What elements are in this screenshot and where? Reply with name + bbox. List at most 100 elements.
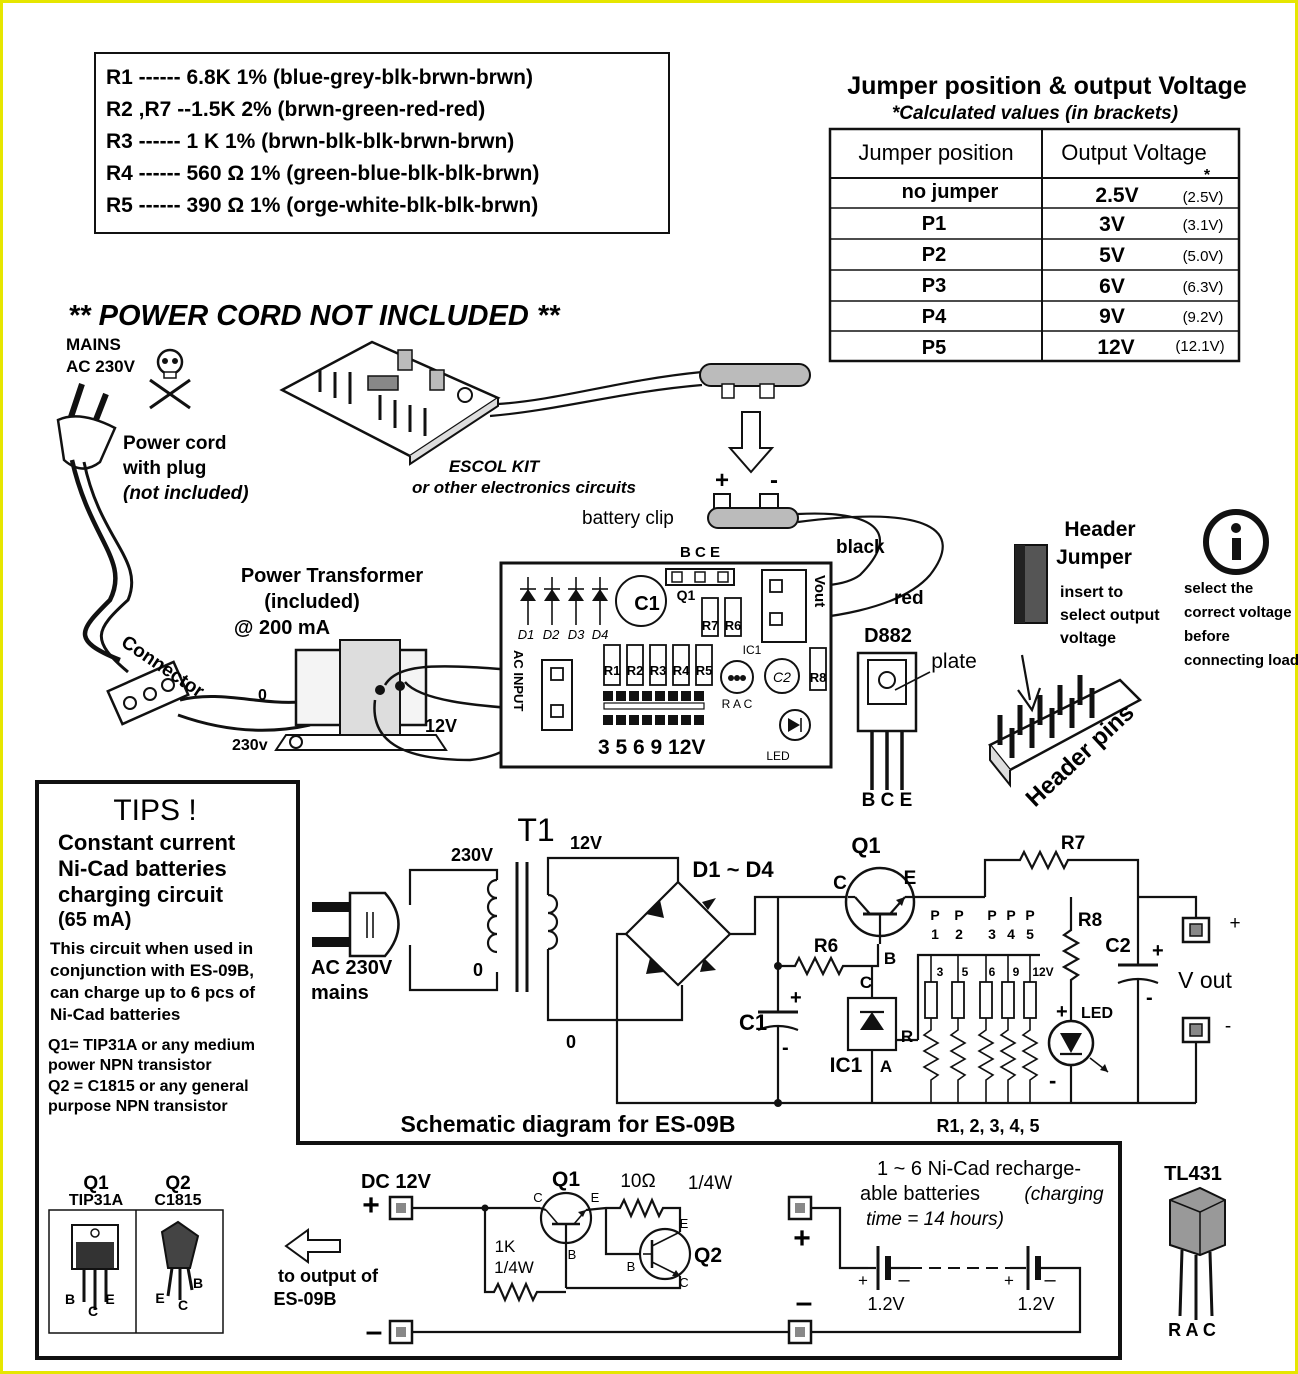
pcb-resistors [603, 644, 713, 686]
table-row: P2 5V (5.0V) [922, 244, 1224, 267]
battery-icon [868, 1246, 910, 1290]
batt1-minus: – [898, 1269, 910, 1291]
tl431-title: TL431 [1164, 1163, 1222, 1185]
jumper-table-subtitle: *Calculated values (in brackets) [892, 103, 1178, 124]
table-row: no jumper 2.5V (2.5V) [902, 181, 1224, 207]
resistor-line-4: R4 ------ 560 Ω 1% (green-blue-blk-blk-b… [106, 162, 539, 185]
sch-ic1-r: R [901, 1027, 913, 1046]
header-pins-block [988, 675, 1143, 788]
row-calc: (3.1V) [1183, 217, 1224, 234]
row-position: P5 [922, 337, 946, 359]
charger-plus-out: + [793, 1222, 811, 1255]
charger-q1-b: B [568, 1247, 577, 1262]
sch-c1-plus: + [790, 987, 802, 1009]
charger-r10: 10Ω [620, 1171, 655, 1192]
info-line-4: connecting load [1184, 652, 1298, 669]
row-position: P3 [922, 275, 946, 297]
resistor-line-5: R5 ------ 390 Ω 1% (orge-white-blk-blk-b… [106, 194, 538, 217]
charger-1k: 1K [495, 1237, 516, 1256]
asterisk-mark: * [1204, 167, 1211, 184]
batt2-plus: + [1004, 1271, 1014, 1290]
charger-q1-e: E [591, 1190, 600, 1205]
sch-led: LED [1081, 1005, 1113, 1022]
transformer-label-2: (included) [264, 591, 360, 613]
charger-output-1: to output of [278, 1266, 379, 1286]
sch-q1-c: C [833, 873, 847, 894]
charger-q2-e: E [680, 1216, 689, 1231]
tips-body-3: can charge up to 6 pcs of [50, 983, 255, 1002]
jumper-table: Jumper position & output Voltage *Calcul… [828, 72, 1247, 363]
power-transformer [274, 639, 448, 751]
row-position: P1 [922, 213, 946, 235]
connector-block [106, 660, 190, 726]
schematic-es09b: Schematic diagram for ES-09B AC 230V mai… [311, 812, 1241, 1137]
sch-t1: T1 [517, 812, 554, 848]
charger-minus-out: – [796, 1286, 813, 1319]
charger-q1: Q1 [552, 1168, 580, 1191]
pcb-d2: D2 [543, 627, 560, 642]
sch-ic1: IC1 [830, 1054, 863, 1077]
sch-p-labels: P P P P P 1 2 3 4 5 3 5 6 9 12V [930, 907, 1053, 979]
header-desc-3: voltage [1060, 630, 1116, 647]
tips-heading-2: Ni-Cad batteries [58, 856, 227, 881]
info-line-3: before [1184, 628, 1230, 645]
row-voltage: 5V [1099, 244, 1125, 267]
sch-c2-plus: + [1152, 940, 1164, 962]
header-jumper-section: Header Jumper insert to select output vo… [988, 518, 1160, 812]
down-arrow-icon [727, 411, 775, 474]
header-desc-1: insert to [1060, 584, 1123, 601]
p-num: 5 [1026, 926, 1034, 942]
table-row: P3 6V (6.3V) [922, 275, 1224, 298]
sch-diodes: D1 ~ D4 [692, 857, 774, 882]
tips-body-4: Ni-Cad batteries [50, 1005, 180, 1024]
mains-label: MAINS [66, 335, 121, 354]
pcb-d3: D3 [568, 627, 585, 642]
p-num: 3 [988, 926, 996, 942]
row-voltage: 9V [1099, 305, 1125, 328]
d882-transistor: D882 plate B C E [856, 625, 977, 811]
charger-q2-c: C [679, 1275, 688, 1290]
p-label: P [987, 907, 996, 923]
schematic-title: Schematic diagram for ES-09B [401, 1111, 736, 1137]
batt2-minus: – [1044, 1269, 1056, 1291]
batt2-voltage: 1.2V [1017, 1294, 1054, 1314]
sch-led-plus: + [1056, 1001, 1068, 1023]
tl431-pins: R A C [1168, 1320, 1216, 1340]
tips-q2-a: Q2 = C1815 or any general [48, 1078, 249, 1095]
pcb-r2: R2 [627, 663, 644, 678]
charger-batt-4: time = 14 hours) [866, 1209, 1004, 1230]
resistor-line-2: R2 ,R7 --1.5K 2% (brwn-green-red-red) [106, 98, 485, 121]
row-calc: (12.1V) [1175, 338, 1224, 355]
p-label: P [954, 907, 963, 923]
tips-heading-1: Constant current [58, 830, 236, 855]
charger-r10-watt: 1/4W [688, 1173, 732, 1194]
p-num: 1 [931, 926, 939, 942]
pcb-q1-label: Q1 [677, 587, 696, 603]
mains-voltage-label: AC 230V [66, 357, 136, 376]
row-position: P2 [922, 244, 946, 266]
pcb-c1-label: C1 [634, 593, 660, 615]
sch-q1-e: E [904, 868, 917, 889]
pinout-q2: Q2 [165, 1173, 190, 1194]
row-voltage: 2.5V [1095, 184, 1138, 207]
pcb-r4: R4 [673, 663, 690, 678]
pcb-vout: Vout [811, 575, 828, 607]
d882-title: D882 [864, 625, 912, 647]
charger-batt-3: (charging [1024, 1184, 1104, 1205]
cord-label-3: (not included) [123, 483, 249, 504]
sch-vout: V out [1178, 967, 1232, 993]
pinout-q2-c: C [178, 1297, 188, 1313]
pcb-layout: B C E Q1 C1 D1 D2 D3 D4 R7 R6 AC INPUT [499, 544, 833, 769]
cord-label-2: with plug [122, 458, 206, 479]
d882-plate-label: plate [931, 650, 977, 673]
v-label: 9 [1013, 965, 1020, 979]
sch-12v: 12V [570, 833, 602, 853]
tips-q1-b: power NPN transistor [48, 1057, 212, 1074]
sch-ic1-a: A [880, 1057, 892, 1076]
p-num: 4 [1007, 926, 1015, 942]
sch-230v: 230V [451, 845, 493, 865]
v-label: 3 [937, 965, 944, 979]
charger-circuit: DC 12V + – Q1 C E B 10Ω 1/4W [273, 1158, 1104, 1348]
cord-label-1: Power cord [123, 433, 226, 454]
